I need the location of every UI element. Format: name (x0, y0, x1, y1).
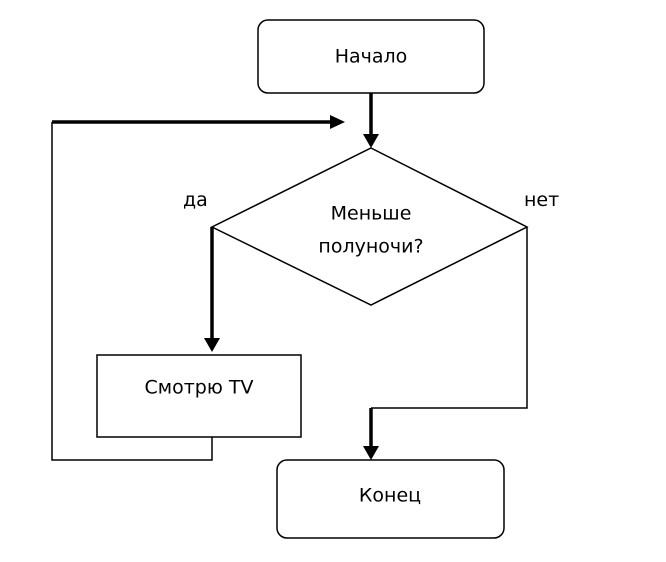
process-label: Смотрю TV (145, 377, 254, 399)
decision-label-line2: полуночи? (318, 236, 423, 258)
edge-loop-lower (51, 122, 213, 461)
start-label: Начало (335, 46, 408, 68)
decision-label-line1: Меньше (331, 203, 412, 225)
arrowhead-loop (330, 115, 345, 129)
arrowhead-process (204, 338, 220, 352)
no-label: нет (524, 189, 559, 211)
decision-node: Меньше полуночи? (210, 147, 529, 306)
end-node: Конец (276, 459, 505, 539)
edge-no (371, 227, 528, 409)
end-label: Конец (359, 485, 421, 507)
arrowhead-end (363, 446, 379, 460)
start-node: Начало (257, 19, 485, 94)
process-node: Смотрю TV (96, 354, 302, 438)
arrowhead-decision (363, 134, 379, 148)
yes-label: да (183, 189, 208, 211)
